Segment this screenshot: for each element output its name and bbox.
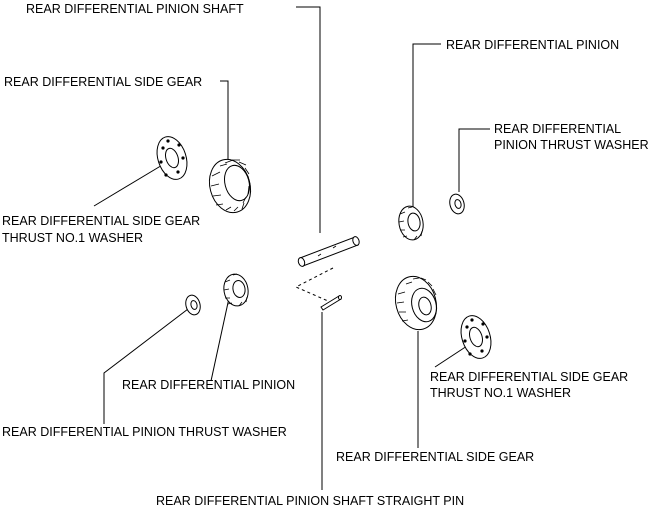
- pinion-right: [398, 205, 424, 241]
- leader-pinion-top: [412, 43, 441, 207]
- label-side-gear-thrust-left-2: THRUST NO.1 WASHER: [2, 231, 143, 245]
- leader-pinion-thrust-washer-right: [458, 128, 490, 192]
- label-pinion-thrust-washer-left: REAR DIFFERENTIAL PINION THRUST WASHER: [2, 425, 287, 439]
- leader-side-gear-thrust-right: [434, 345, 468, 368]
- label-straight-pin: REAR DIFFERENTIAL PINION SHAFT STRAIGHT …: [156, 494, 464, 508]
- side-gear-thrust-washer-left: [156, 136, 188, 180]
- leader-side-gear-thrust-left: [93, 163, 165, 207]
- label-side-gear-top: REAR DIFFERENTIAL SIDE GEAR: [4, 75, 202, 89]
- label-side-gear-thrust-right-1: REAR DIFFERENTIAL SIDE GEAR: [430, 370, 628, 384]
- pinion-left: [223, 273, 249, 307]
- pinion-shaft: [297, 236, 360, 267]
- pinion-thrust-washer-right: [449, 193, 465, 215]
- label-pinion-thrust-washer-right-2: PINION THRUST WASHER: [494, 138, 649, 152]
- side-gear-left: [208, 158, 252, 214]
- pinion-thrust-washer-left: [185, 294, 201, 316]
- side-gear-right: [394, 275, 438, 331]
- label-pinion-left: REAR DIFFERENTIAL PINION: [122, 378, 295, 392]
- label-side-gear-thrust-left-1: REAR DIFFERENTIAL SIDE GEAR: [2, 214, 200, 228]
- leader-pinion-left: [210, 297, 230, 382]
- alignment-dashes: [294, 267, 334, 302]
- side-gear-thrust-washer-right: [460, 315, 492, 359]
- label-pinion-shaft: REAR DIFFERENTIAL PINION SHAFT: [26, 2, 244, 16]
- label-side-gear-thrust-right-2: THRUST NO.1 WASHER: [430, 386, 571, 400]
- label-pinion-thrust-washer-right-1: REAR DIFFERENTIAL: [494, 122, 621, 136]
- leader-lines: [93, 6, 490, 490]
- label-side-gear-bottom: REAR DIFFERENTIAL SIDE GEAR: [336, 450, 534, 464]
- leader-pinion-thrust-washer-left: [103, 308, 189, 424]
- leader-side-gear-top: [220, 80, 229, 163]
- label-pinion-top: REAR DIFFERENTIAL PINION: [446, 38, 619, 52]
- leader-pinion-shaft: [296, 6, 321, 233]
- straight-pin: [320, 295, 342, 311]
